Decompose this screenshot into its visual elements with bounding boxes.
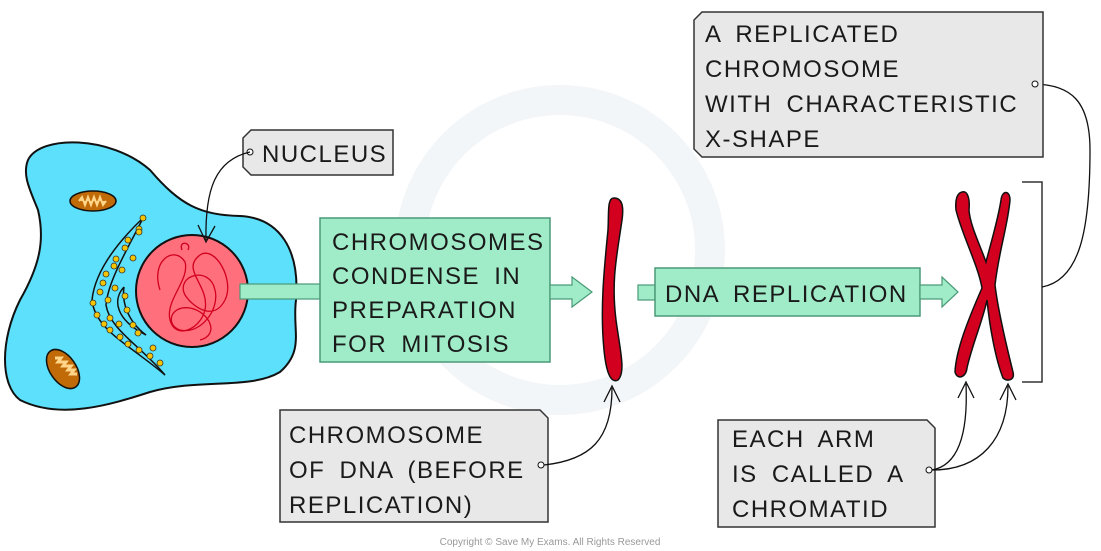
cell xyxy=(4,141,298,411)
dna-replication-label: DNA REPLICATION xyxy=(665,281,908,308)
ribosome xyxy=(102,270,110,278)
dna-replication-box xyxy=(654,267,921,317)
ribosome xyxy=(118,266,126,274)
copyright: Copyright © Save My Exams. All Rights Re… xyxy=(440,537,661,548)
pointer-dot xyxy=(1031,80,1039,88)
ribosome xyxy=(135,228,143,236)
ribosome xyxy=(115,320,123,328)
pointer-line xyxy=(1034,83,1091,288)
chromosome-label-box xyxy=(279,409,549,523)
arrow-right-icon xyxy=(549,275,593,309)
ribosome xyxy=(156,359,164,367)
pointer-dot xyxy=(537,461,545,469)
ribosome xyxy=(93,311,101,319)
replicated-line: A REPLICATED xyxy=(705,21,899,48)
ribosome xyxy=(129,254,137,262)
chromosome-line: OF DNA (BEFORE xyxy=(289,457,525,484)
ribosome xyxy=(146,352,154,360)
arrowhead-icon xyxy=(603,384,621,403)
ribosome xyxy=(111,284,119,292)
pointer-line xyxy=(931,383,967,471)
pointer-line xyxy=(543,387,613,466)
chromatid-line: EACH ARM xyxy=(732,426,875,453)
replicated-line: CHROMOSOME xyxy=(705,56,900,83)
condense-line: FOR MITOSIS xyxy=(332,331,510,358)
ribosome xyxy=(106,314,114,322)
ribosome xyxy=(124,340,132,348)
mitochondrion-cristae xyxy=(55,356,77,376)
arrowhead-icon xyxy=(999,382,1017,401)
chromatid-line: CHROMATID xyxy=(732,496,889,523)
chromosome-line: REPLICATION) xyxy=(289,492,473,519)
ribosome xyxy=(129,321,137,329)
ribosome xyxy=(121,292,129,300)
ribosome xyxy=(149,344,157,352)
replicated-label-box xyxy=(693,11,1044,158)
bracket xyxy=(1022,181,1043,383)
ribosome xyxy=(96,288,104,296)
arrowhead-icon xyxy=(197,224,216,244)
chromatin xyxy=(157,242,229,341)
pointer-dot xyxy=(925,466,933,474)
ribosome xyxy=(135,346,143,354)
ribosome xyxy=(124,236,132,244)
ribosome xyxy=(100,320,108,328)
arrow-right-icon xyxy=(919,275,959,309)
ribosome xyxy=(123,306,131,314)
nucleus-label: NUCLEUS xyxy=(262,141,387,168)
chromatid-line: IS CALLED A xyxy=(732,461,905,488)
replicated-chromosome xyxy=(954,191,1015,381)
ribosome xyxy=(134,329,142,337)
nucleus-label-box xyxy=(242,129,394,176)
mitochondrion xyxy=(45,348,81,390)
replicated-line: WITH CHARACTERISTIC xyxy=(705,91,1018,118)
ribosome xyxy=(116,333,124,341)
ribosome xyxy=(139,214,147,222)
ribosome xyxy=(121,244,129,252)
arrowhead-icon xyxy=(957,380,975,399)
condense-line: CONDENSE IN xyxy=(332,263,521,290)
pointer-line xyxy=(205,151,251,241)
replicated-line: X-SHAPE xyxy=(705,126,821,153)
ribosome xyxy=(99,279,107,287)
connector-bar xyxy=(239,283,321,300)
condense-line: PREPARATION xyxy=(332,297,517,324)
ribosome xyxy=(89,299,97,307)
mitochondrion-cristae xyxy=(78,194,107,208)
ribosome xyxy=(106,326,114,334)
ribosome xyxy=(110,262,118,270)
condense-box xyxy=(319,217,551,363)
ribosome xyxy=(112,255,120,263)
rough-er xyxy=(89,214,166,376)
unreplicated-chromosome xyxy=(601,197,624,382)
connector-bar xyxy=(637,284,656,301)
pointer-line xyxy=(931,385,1009,471)
condense-line: CHROMOSOMES xyxy=(332,229,545,256)
ribosome xyxy=(104,296,112,304)
chromosome-line: CHROMOSOME xyxy=(289,422,484,449)
chromatid-label-box xyxy=(717,419,936,528)
